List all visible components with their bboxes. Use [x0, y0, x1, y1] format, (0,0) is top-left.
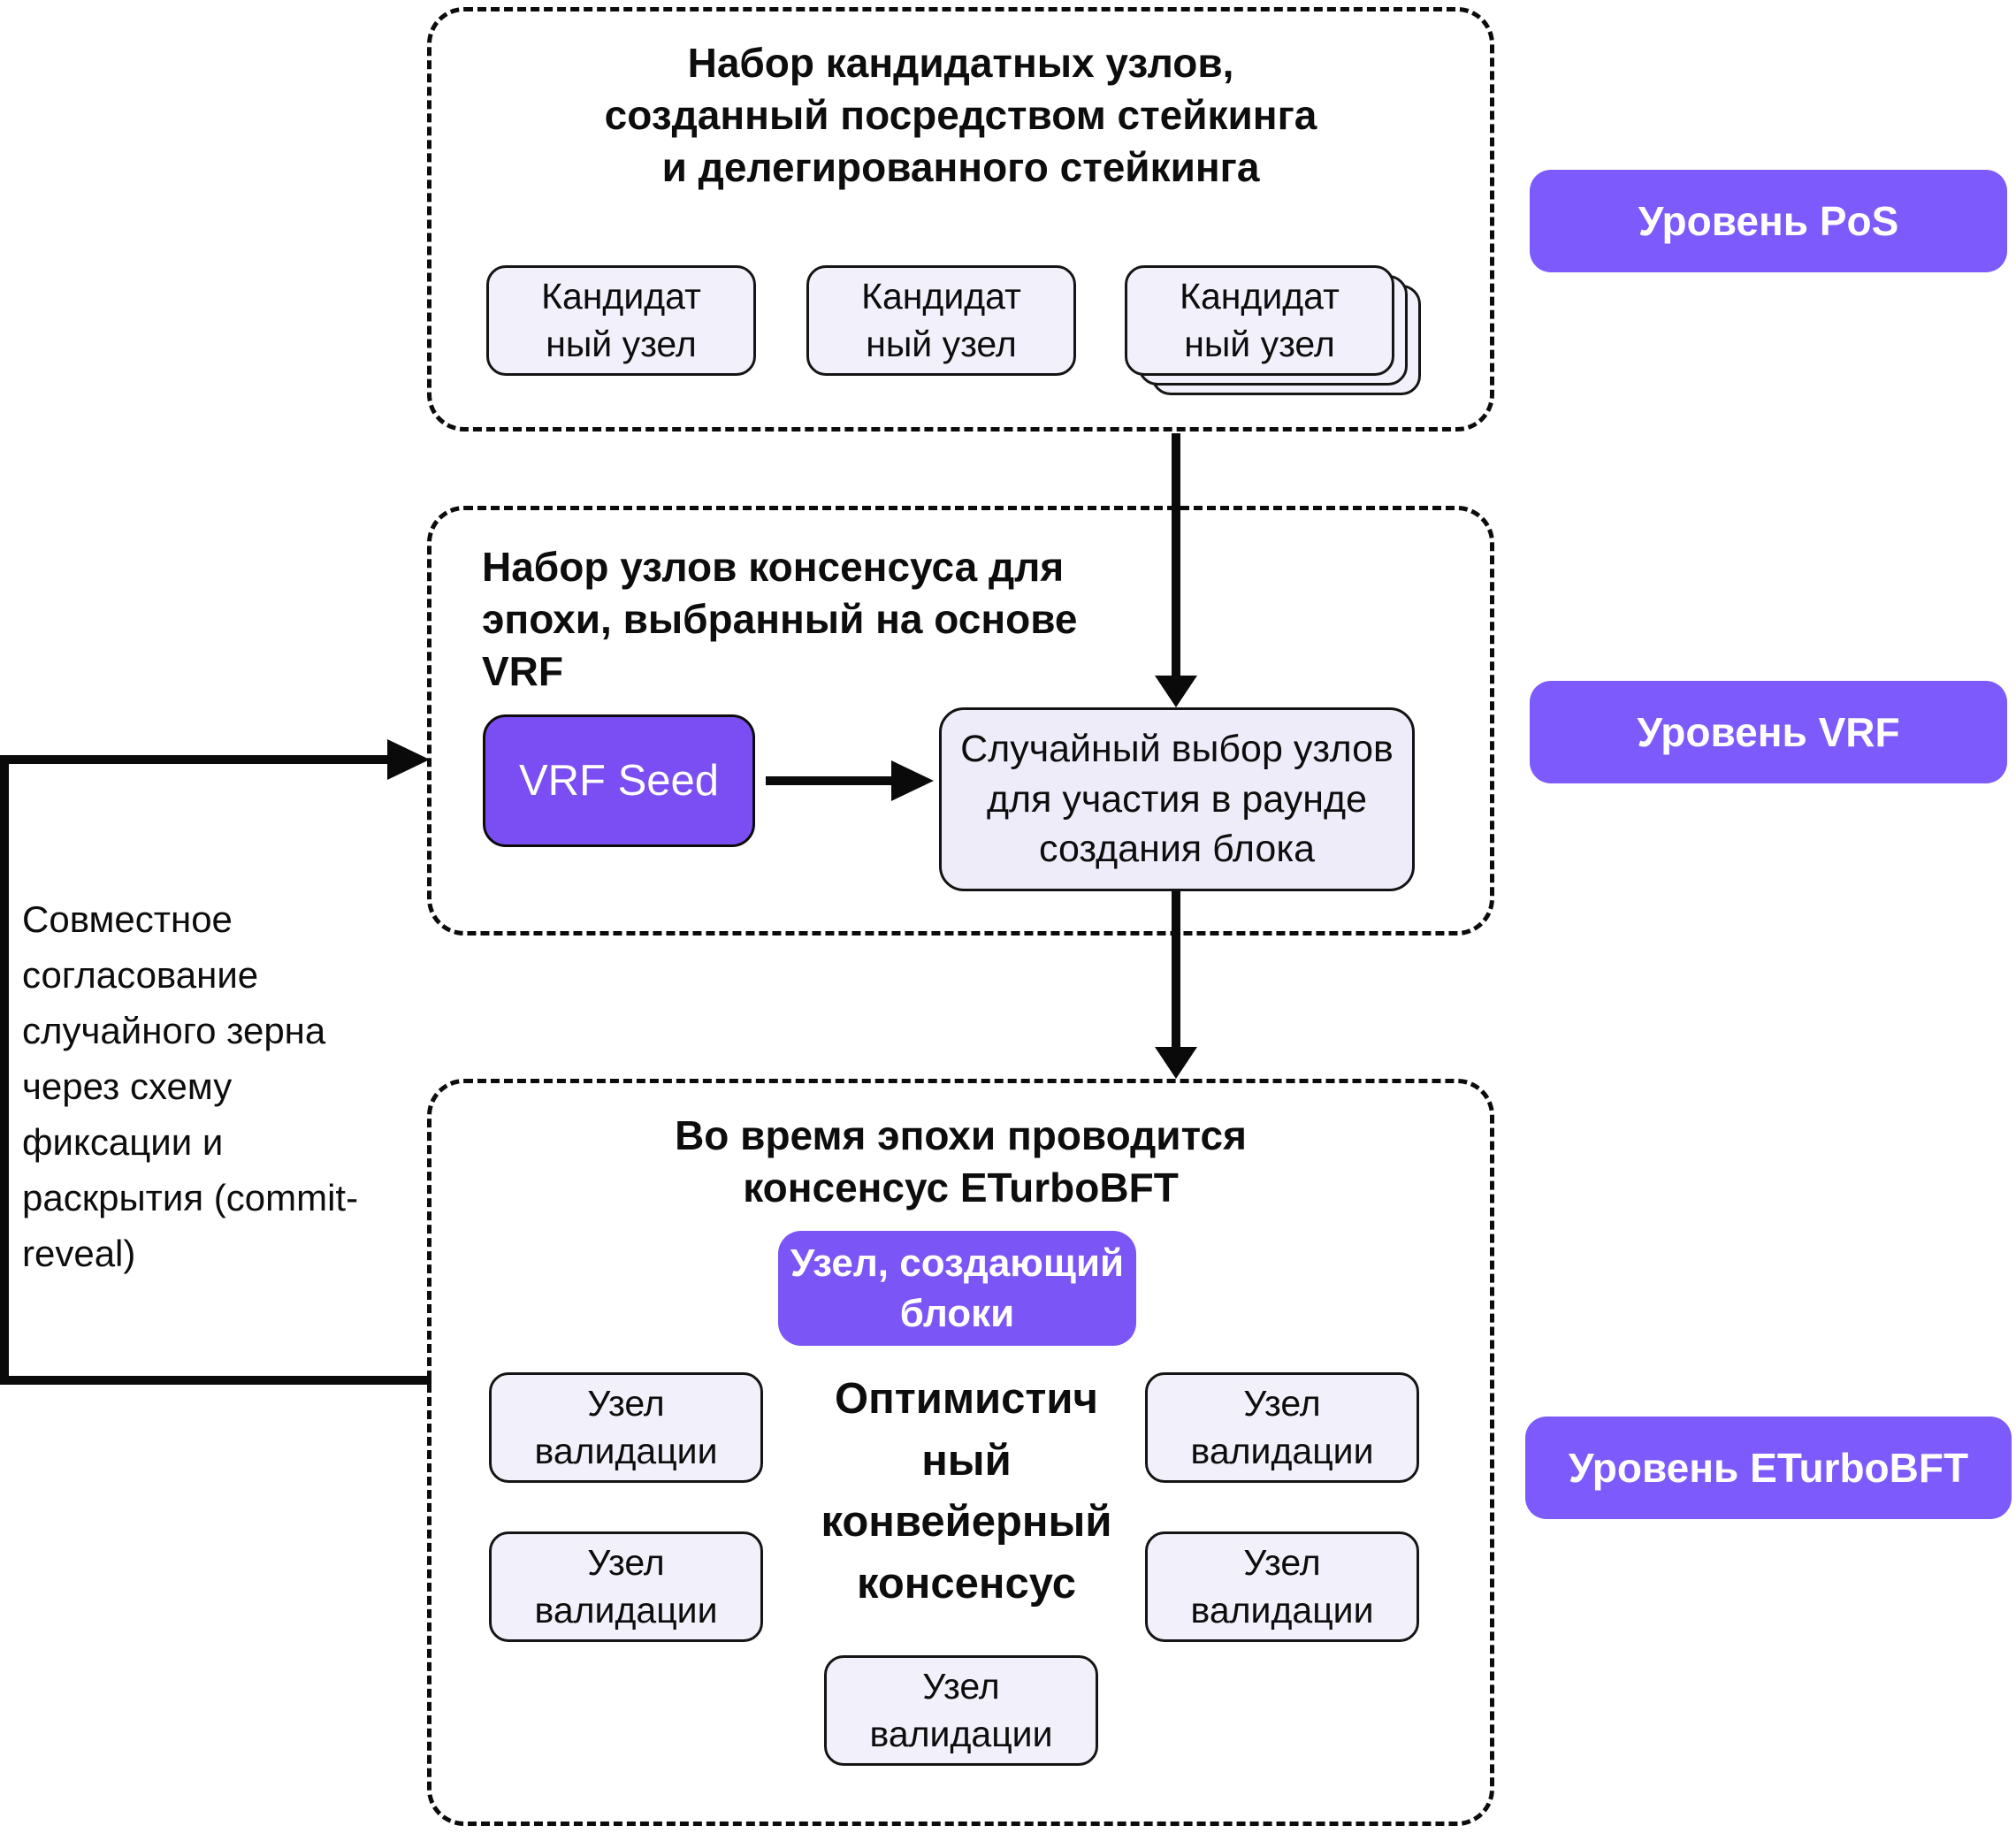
bft-layer-box — [427, 1079, 1494, 1826]
arrow-vrf-to-bft-head — [1155, 1047, 1197, 1079]
validator-node: Узел валидации — [489, 1372, 763, 1483]
commit-reveal-feedback-vertical-line — [0, 755, 9, 1385]
vrf-seed-node: VRF Seed — [483, 714, 755, 847]
arrow-pos-to-vrf-line — [1172, 433, 1180, 677]
commit-reveal-feedback-bottom-line — [0, 1376, 431, 1385]
bft-consensus-caption: Оптимистич ный конвейерный консенсус — [821, 1375, 1112, 1608]
vrf-layer-title: Набор узлов консенсуса для эпохи, выбран… — [482, 544, 1078, 694]
validator-node: Узел валидации — [1145, 1372, 1419, 1483]
arrow-vrf-to-bft-line — [1172, 891, 1180, 1049]
candidate-node: Кандидат ный узел — [806, 265, 1076, 376]
validator-node: Узел валидации — [1145, 1531, 1419, 1642]
bft-layer-title: Во время эпохи проводится консенсус ETur… — [675, 1112, 1247, 1211]
arrow-seed-to-selection-line — [766, 776, 897, 785]
level-badge-vrf: Уровень VRF — [1530, 681, 2007, 783]
candidate-node: Кандидат ный узел — [486, 265, 756, 376]
arrow-pos-to-vrf-head — [1155, 676, 1197, 707]
block-producer-node: Узел, создающий блоки — [778, 1231, 1136, 1346]
level-badge-pos: Уровень PoS — [1530, 170, 2007, 272]
validator-node: Узел валидации — [824, 1655, 1098, 1766]
vrf-layer-box — [427, 506, 1494, 936]
commit-reveal-feedback-arrowhead — [387, 739, 430, 780]
level-badge-eturbobft: Уровень ETurboBFT — [1525, 1417, 2012, 1519]
commit-reveal-annotation: Совместное согласование случайного зерна… — [22, 898, 359, 1274]
random-selection-box: Случайный выбор узлов для участия в раун… — [939, 707, 1415, 891]
validator-node: Узел валидации — [489, 1531, 763, 1642]
pos-layer-box — [427, 7, 1494, 432]
pos-layer-title: Набор кандидатных узлов, созданный посре… — [604, 40, 1317, 190]
candidate-node: Кандидат ный узел — [1125, 265, 1394, 376]
commit-reveal-feedback-top-line — [0, 755, 391, 764]
arrow-seed-to-selection-head — [891, 760, 934, 801]
